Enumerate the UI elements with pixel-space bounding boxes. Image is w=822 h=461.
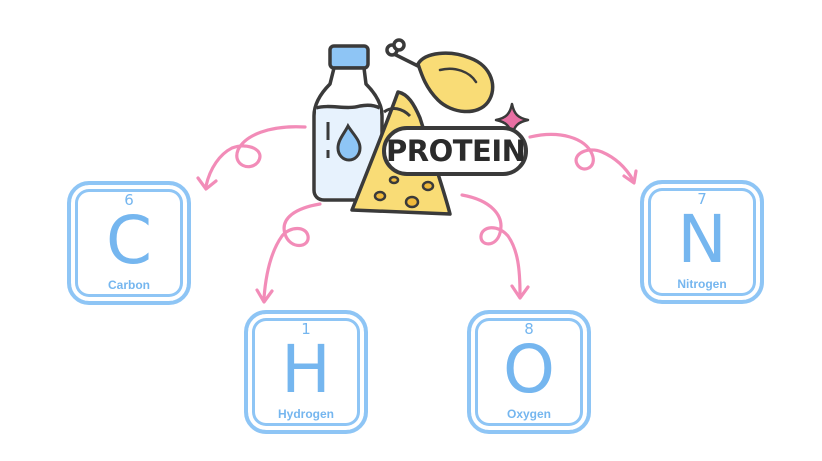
element-symbol: O: [503, 331, 555, 408]
element-tile-hydrogen: 1 H Hydrogen: [244, 310, 368, 434]
water-drop-icon: [336, 122, 362, 162]
element-tile-oxygen: 8 O Oxygen: [467, 310, 591, 434]
atomic-number: 1: [301, 320, 311, 338]
atomic-number: 6: [124, 191, 134, 209]
arrow-to-nitrogen: [528, 132, 635, 182]
arrow-to-carbon: [204, 125, 307, 188]
arrowhead-oxygen: [510, 284, 530, 300]
arrow-to-hydrogen: [262, 202, 322, 300]
element-symbol: N: [677, 201, 727, 278]
element-name: Oxygen: [506, 407, 551, 421]
atomic-number: 7: [697, 190, 707, 208]
arrowhead-nitrogen: [622, 169, 638, 185]
element-name: Hydrogen: [277, 407, 334, 421]
arrow-to-oxygen: [460, 193, 522, 296]
protein-label: PROTEIN: [382, 126, 528, 176]
element-name: Nitrogen: [677, 277, 727, 291]
element-symbol: H: [281, 331, 331, 408]
chicken-leg-icon: [385, 38, 495, 114]
element-tile-carbon: 6 C Carbon: [67, 181, 191, 305]
element-tile-nitrogen: 7 N Nitrogen: [640, 180, 764, 304]
arrowhead-carbon: [196, 176, 218, 191]
element-symbol: C: [105, 202, 153, 279]
arrowhead-hydrogen: [255, 288, 274, 304]
element-name: Carbon: [108, 278, 150, 292]
atomic-number: 8: [524, 320, 534, 338]
